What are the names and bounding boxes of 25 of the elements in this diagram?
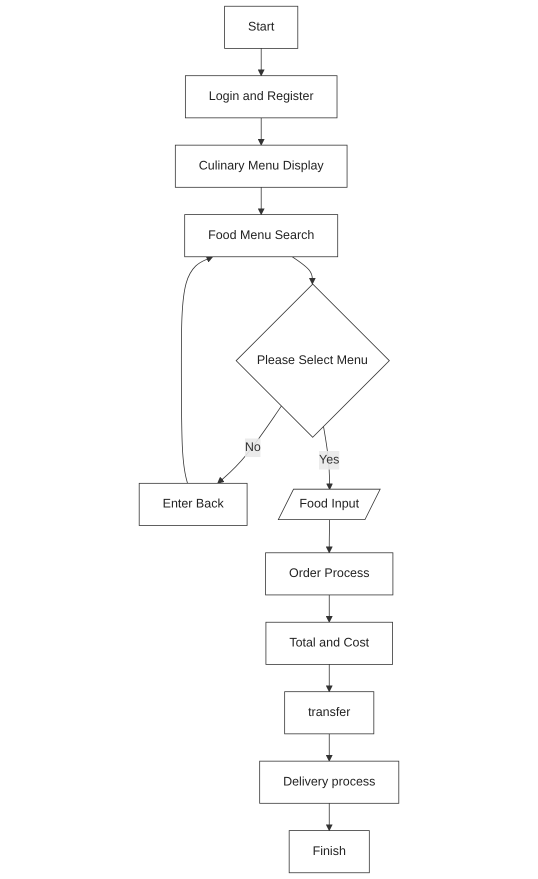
edge-label: No	[244, 440, 261, 454]
node-box: Culinary Menu Display	[174, 144, 348, 188]
arrow	[180, 256, 214, 484]
arrow	[326, 594, 333, 623]
arrow	[326, 733, 333, 762]
node-box: Delivery process	[259, 760, 400, 804]
node-box: transfer	[284, 691, 374, 734]
arrow	[326, 664, 333, 692]
arrow	[258, 186, 265, 215]
node-box: Finish	[288, 830, 370, 874]
node-box: Enter Back	[138, 482, 248, 526]
arrow	[292, 256, 316, 284]
node-box: Order Process	[265, 552, 394, 596]
arrow	[326, 520, 333, 554]
arrow	[323, 426, 333, 490]
arrow	[217, 406, 282, 484]
node-diamond: Please Select Menu	[236, 284, 390, 438]
arrow	[258, 117, 265, 146]
node-box: Food Menu Search	[184, 214, 338, 258]
node-box: Total and Cost	[266, 622, 393, 665]
edge-label: Yes	[319, 453, 340, 467]
node-box: Login and Register	[184, 75, 338, 118]
node-box: Start	[224, 6, 298, 49]
arrow	[326, 802, 333, 831]
arrow	[258, 48, 265, 76]
